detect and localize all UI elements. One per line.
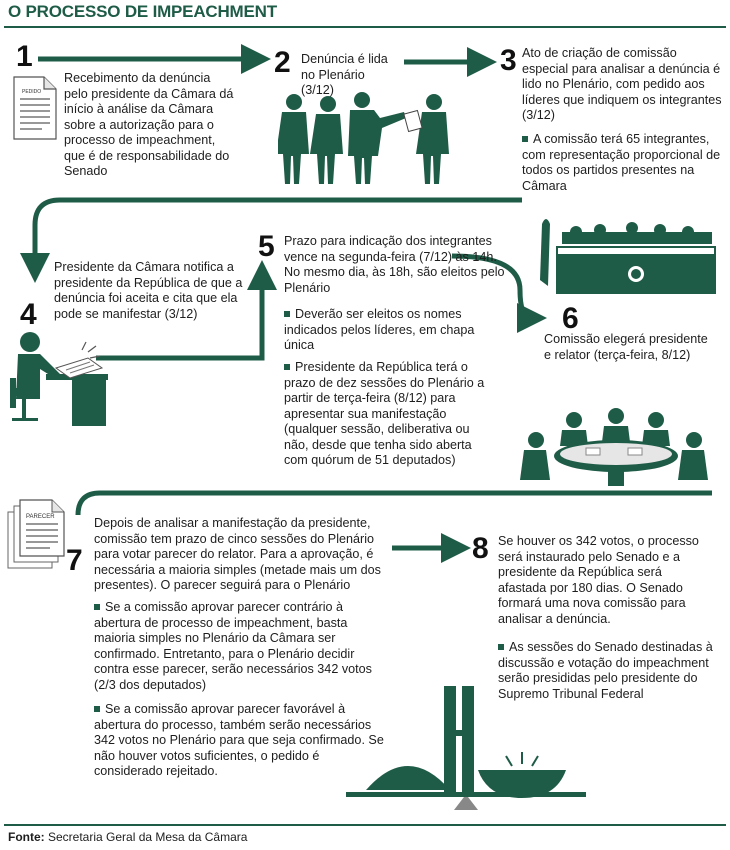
national-congress-illustration bbox=[346, 686, 586, 810]
step-5-bullet-2: Presidente da República terá o prazo de … bbox=[284, 360, 496, 469]
source-line: Fonte: Secretaria Geral da Mesa da Câmar… bbox=[8, 830, 247, 844]
document-icon: PEDIDO bbox=[13, 76, 57, 140]
step-1-text: Recebimento da denúncia pelo presidente … bbox=[64, 71, 234, 178]
step-7-text: Depois de analisar a manifestação da pre… bbox=[94, 516, 381, 592]
step-7-bullet-2: Se a comissão aprovar parecer favorável … bbox=[94, 702, 388, 780]
step-2-text: Denúncia é lida no Plenário (3/12) bbox=[301, 52, 388, 97]
step-7-doc-label: PARECER bbox=[26, 514, 55, 520]
step-6-number: 6 bbox=[562, 302, 579, 335]
page-title: O PROCESSO DE IMPEACHMENT bbox=[8, 2, 277, 21]
people-standing-illustration bbox=[278, 92, 449, 184]
title-rule bbox=[4, 26, 726, 28]
source-label: Fonte: bbox=[8, 830, 45, 844]
committee-meeting-illustration bbox=[520, 408, 708, 486]
step-7-number: 7 bbox=[66, 544, 83, 577]
step-5-number: 5 bbox=[258, 230, 275, 263]
step-4-text: Presidente da Câmara notifica a presiden… bbox=[54, 260, 243, 321]
step-8-bullet: As sessões do Senado destinadas à discus… bbox=[498, 640, 713, 701]
arrow-5-6 bbox=[451, 253, 547, 333]
plenary-table-illustration bbox=[540, 219, 716, 294]
parecer-documents-icon: PARECER bbox=[7, 499, 65, 569]
step-2-number: 2 bbox=[274, 46, 291, 79]
step-5-text: Prazo para indicação dos integrantes ven… bbox=[284, 234, 505, 295]
step-3-text: Ato de criação de comissão especial para… bbox=[522, 46, 722, 122]
source-text: Secretaria Geral da Mesa da Câmara bbox=[48, 830, 248, 844]
person-writing-illustration bbox=[10, 332, 108, 426]
arrow-6-7 bbox=[75, 490, 712, 516]
step-6-text: Comissão elegerá presidente e relator (t… bbox=[544, 332, 708, 362]
step-7-bullet-1: Se a comissão aprovar parecer contrário … bbox=[94, 600, 388, 693]
footer-rule bbox=[4, 824, 726, 826]
step-4-number: 4 bbox=[20, 298, 37, 331]
step-3-number: 3 bbox=[500, 44, 517, 77]
step-3-bullet: A comissão terá 65 integrantes, com repr… bbox=[522, 132, 726, 194]
arrow-4-5 bbox=[96, 260, 277, 361]
step-8-number: 8 bbox=[472, 532, 489, 565]
step-1-doc-label: PEDIDO bbox=[22, 89, 41, 95]
step-8-text: Se houver os 342 votos, o processo será … bbox=[498, 534, 699, 626]
arrow-3-4 bbox=[20, 197, 522, 283]
step-1-number: 1 bbox=[16, 40, 33, 73]
step-5-bullet-1: Deverão ser eleitos os nomes indicados p… bbox=[284, 307, 496, 354]
